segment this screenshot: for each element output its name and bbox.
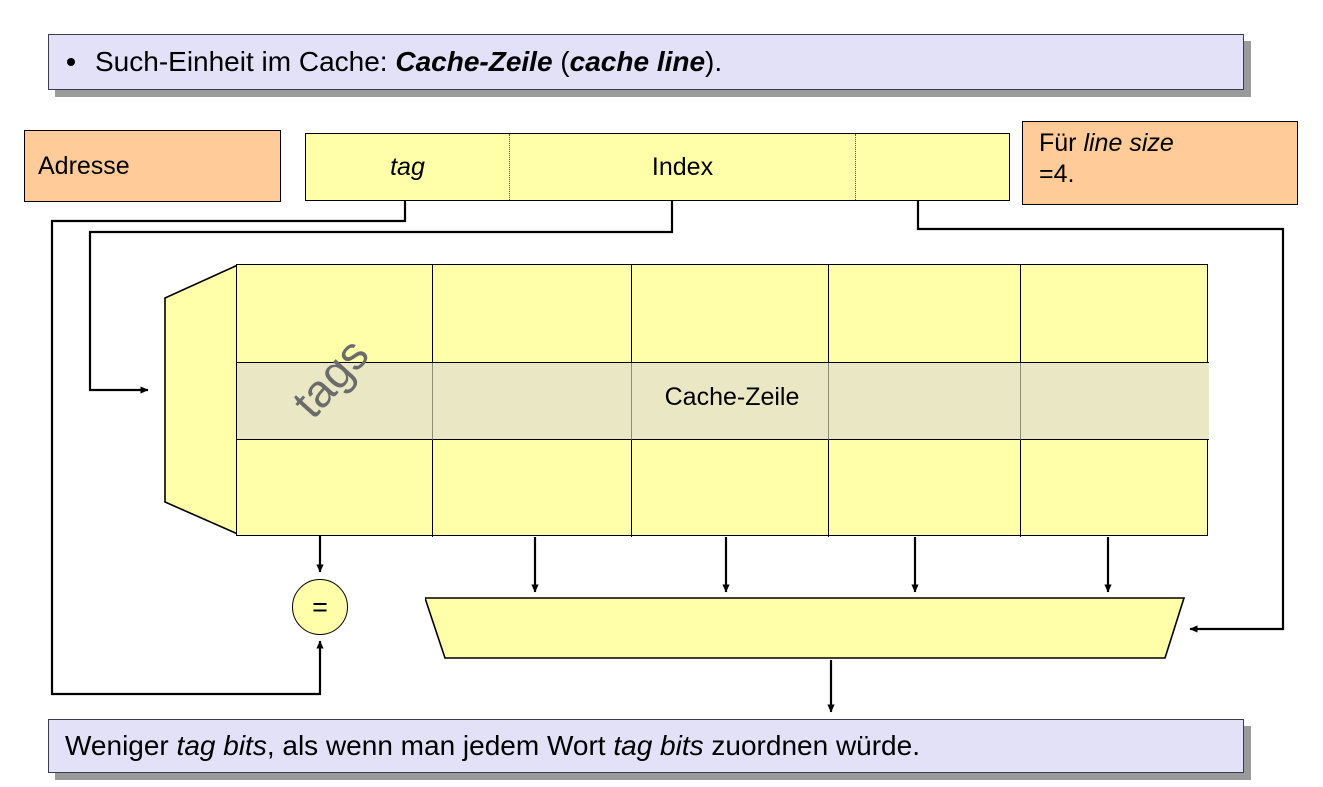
cache-cell (237, 440, 433, 537)
address-label-box: Adresse (24, 130, 281, 202)
top-text-banner: Such-Einheit im Cache: Cache-Zeile (cach… (48, 34, 1244, 90)
tags-block (155, 262, 241, 537)
line-size-note-text: Für line size=4. (1039, 129, 1174, 188)
address-segment-tag: tag (306, 134, 509, 200)
cache-cell (632, 265, 829, 363)
top-banner-text: Such-Einheit im Cache: Cache-Zeile (cach… (95, 45, 723, 77)
bottom-text-banner: Weniger tag bits, als wenn man jedem Wor… (48, 719, 1244, 773)
address-segment-tag-label: tag (390, 152, 425, 181)
cache-cell (632, 440, 829, 537)
cache-cell-grid (236, 264, 1209, 537)
cache-cell-highlighted (829, 363, 1021, 440)
cache-cell (433, 440, 632, 537)
cache-cell (433, 265, 632, 363)
address-segment-index: Index (509, 134, 855, 200)
cache-cell-highlighted (632, 363, 829, 440)
cache-cell (237, 265, 433, 363)
cache-cell-highlighted (433, 363, 632, 440)
address-label-text: Adresse (38, 151, 130, 180)
cache-cell-highlighted (1021, 363, 1209, 440)
comparator-equals: = (292, 579, 348, 635)
comparator-symbol: = (312, 591, 328, 622)
multiplexer (423, 597, 1186, 660)
address-field: tag Index (305, 133, 1010, 201)
bullet-icon (67, 58, 75, 66)
address-segment-index-label: Index (651, 152, 714, 181)
cache-array: tags Cache-Zeile (155, 262, 1209, 537)
line-size-note-box: Für line size=4. (1022, 121, 1298, 205)
cache-cell (1021, 265, 1209, 363)
cache-cell (1021, 440, 1209, 537)
cache-cell (829, 265, 1021, 363)
address-segment-offset (855, 134, 1009, 200)
cache-cell (829, 440, 1021, 537)
cache-cell-highlighted (237, 363, 433, 440)
bottom-banner-text: Weniger tag bits, als wenn man jedem Wor… (65, 729, 920, 761)
